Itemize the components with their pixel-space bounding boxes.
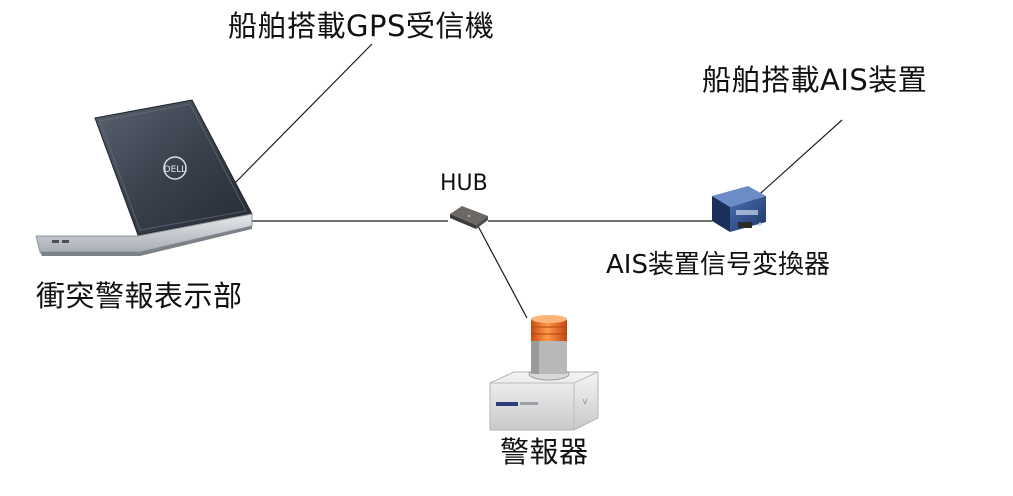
connection-lines bbox=[231, 43, 843, 319]
line-hub-to-alarm bbox=[477, 225, 528, 319]
hub-icon bbox=[450, 206, 488, 229]
line-ais-to-converter bbox=[751, 119, 843, 202]
alarm-device-icon: V bbox=[489, 315, 599, 431]
line-gps-to-laptop bbox=[231, 43, 373, 187]
laptop-icon: DELL bbox=[35, 99, 253, 256]
svg-text:V: V bbox=[583, 398, 588, 406]
gps-receiver-label: 船舶搭載GPS受信機 bbox=[228, 9, 495, 43]
alarm-label: 警報器 bbox=[500, 435, 589, 469]
ais-device-label: 船舶搭載AIS装置 bbox=[702, 63, 928, 97]
svg-text:DELL: DELL bbox=[164, 165, 187, 175]
converter-icon bbox=[712, 186, 766, 232]
collision-display-label: 衝突警報表示部 bbox=[36, 279, 243, 313]
hub-label: HUB bbox=[440, 171, 488, 196]
ais-converter-label: AIS装置信号変換器 bbox=[606, 250, 830, 280]
